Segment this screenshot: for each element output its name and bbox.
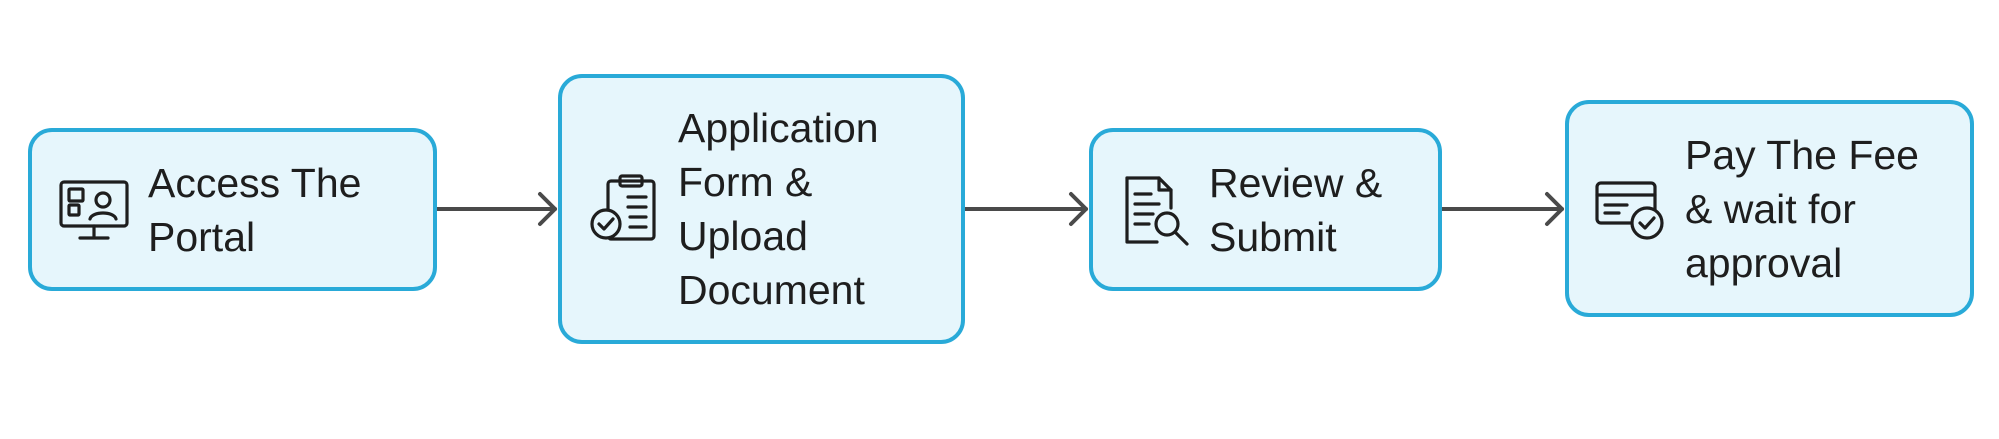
step-label: Pay The Fee & wait for approval (1685, 131, 1919, 286)
arrow-2-to-3 (963, 192, 1088, 226)
step-label: Access The Portal (148, 159, 362, 260)
step-pay-fee: Pay The Fee & wait for approval (1565, 100, 1974, 317)
clipboard-check-icon (586, 171, 662, 247)
step-label: Application Form & Upload Document (678, 105, 879, 313)
card-payment-check-icon (1593, 171, 1669, 247)
step-application-form: Application Form & Upload Document (558, 74, 965, 344)
arrow-3-to-4 (1440, 192, 1564, 226)
step-label: Review & Submit (1209, 159, 1383, 260)
arrow-1-to-2 (435, 192, 557, 226)
computer-user-icon (56, 172, 132, 248)
document-search-icon (1117, 172, 1193, 248)
step-access-portal: Access The Portal (28, 128, 437, 291)
step-review-submit: Review & Submit (1089, 128, 1442, 291)
